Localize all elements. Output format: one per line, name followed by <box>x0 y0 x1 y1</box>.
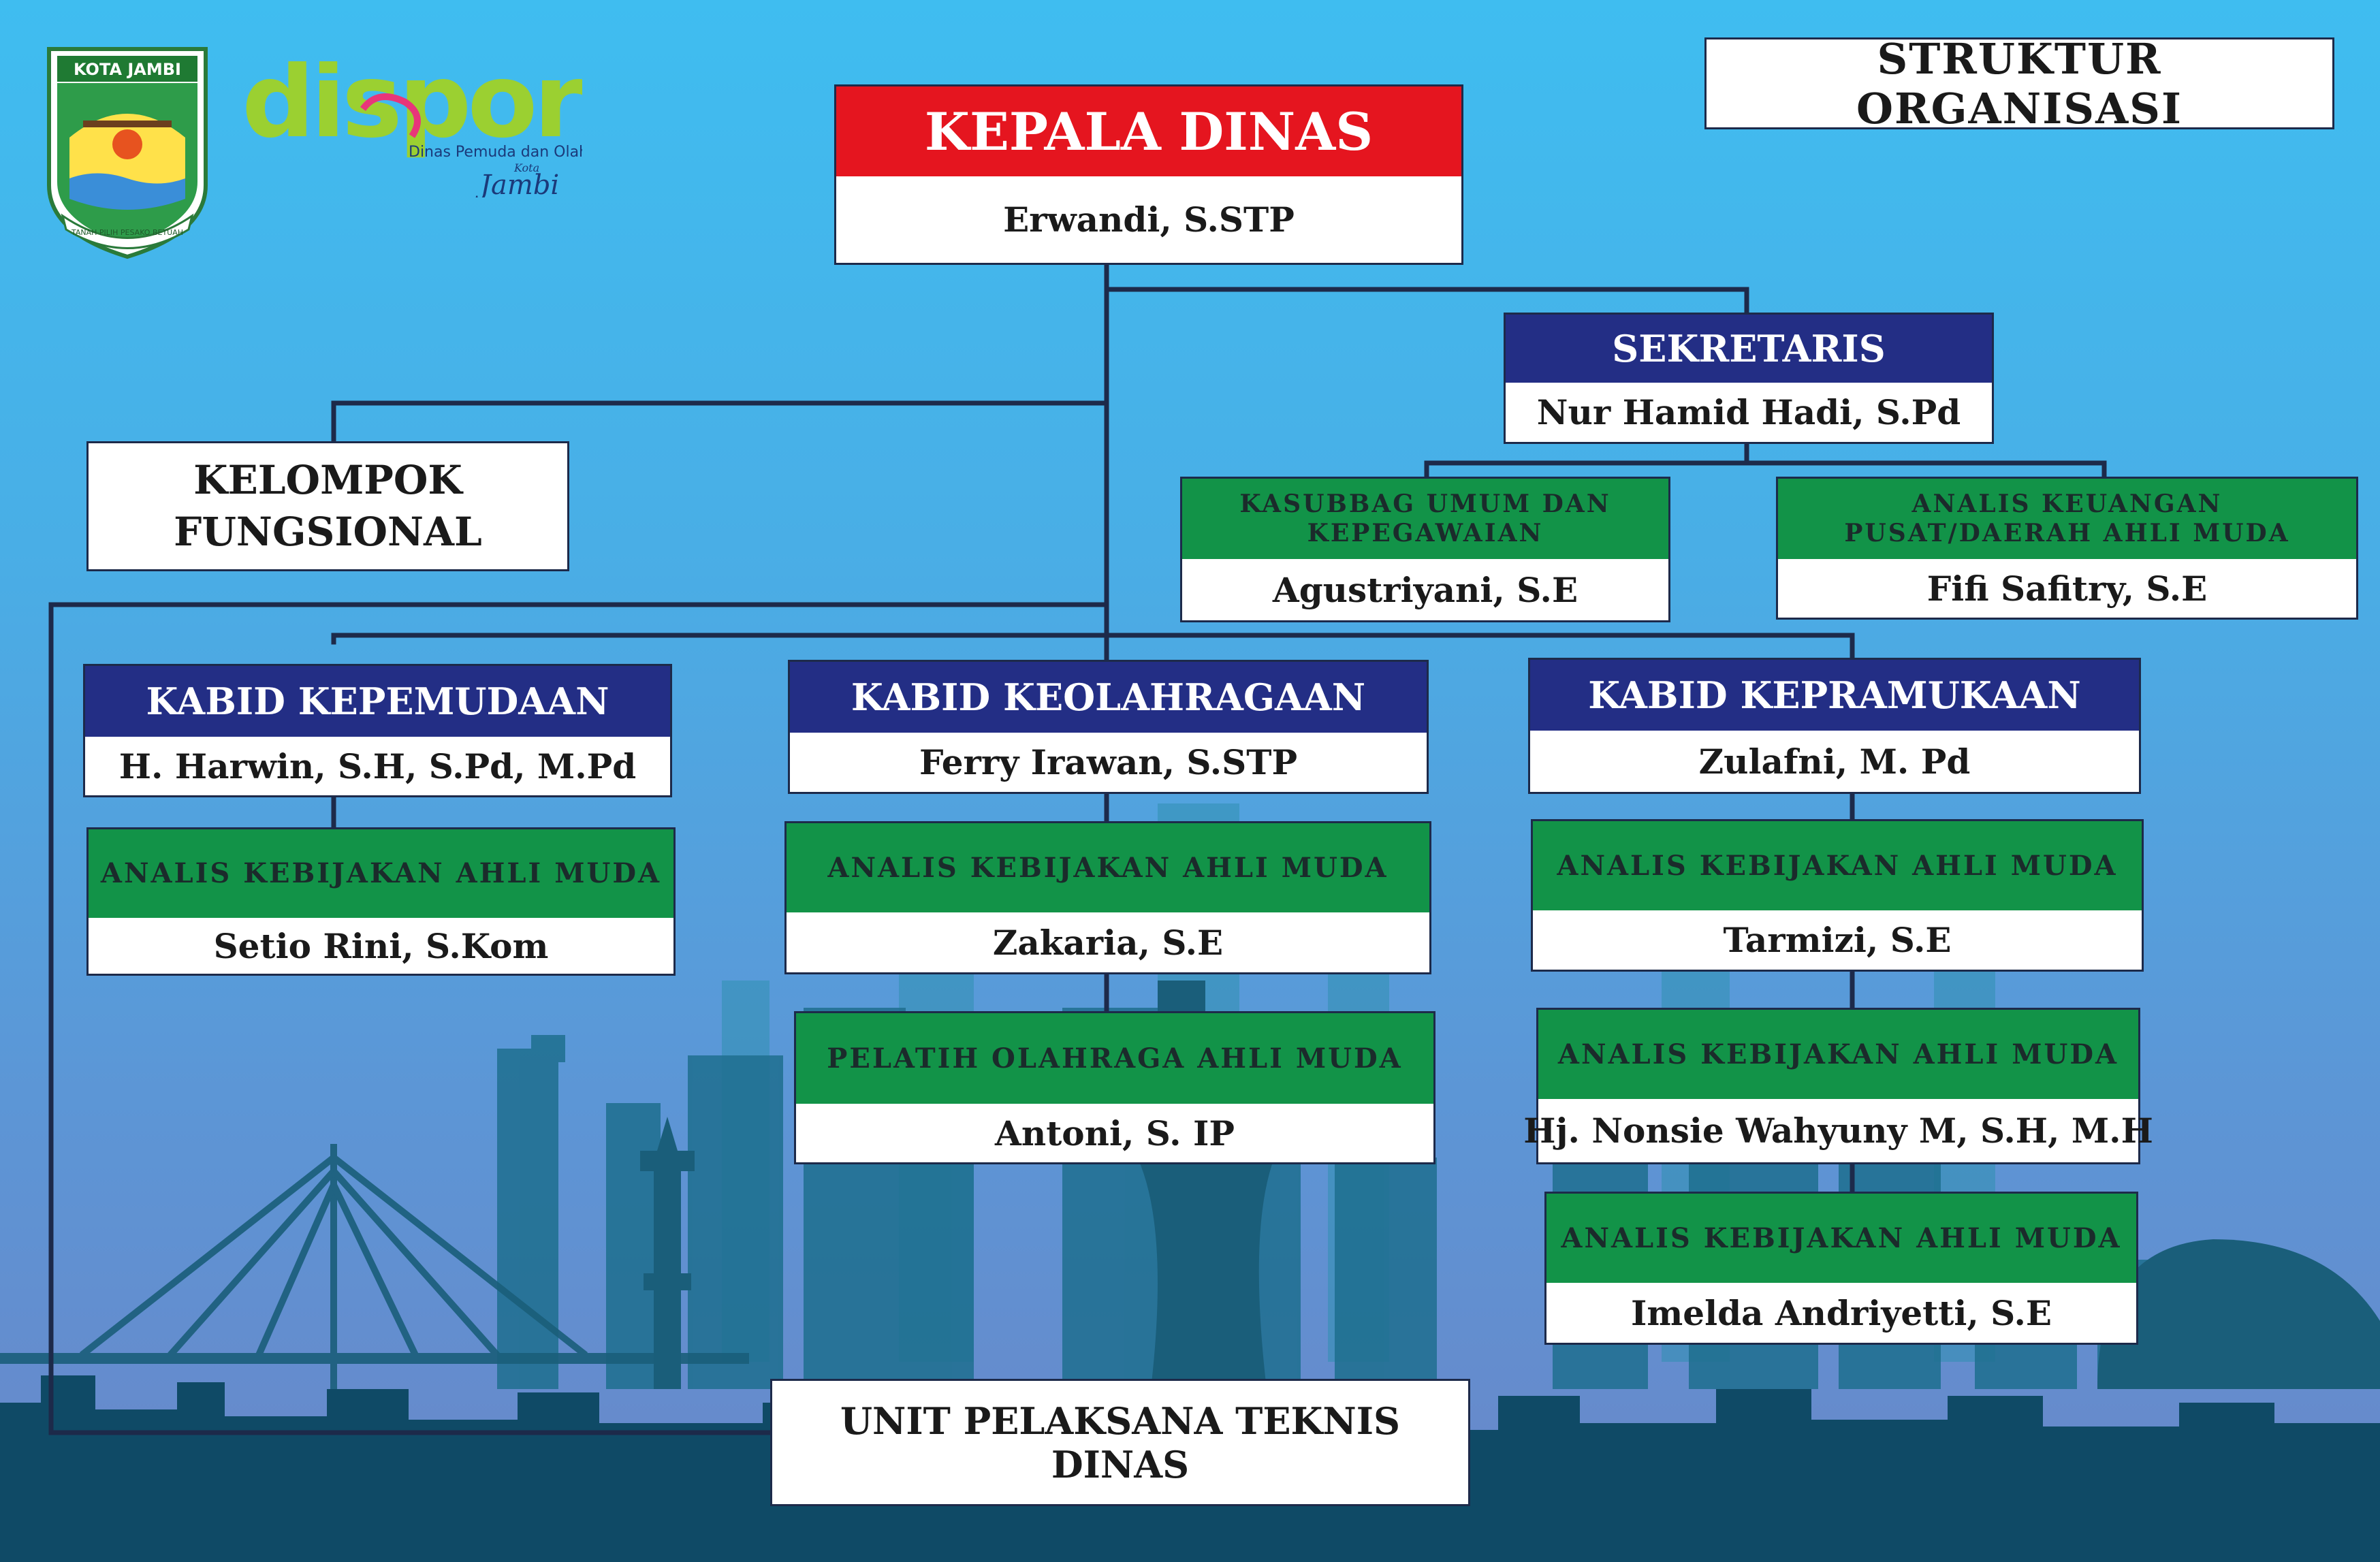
kabid-kepemudaan-title: KABID KEPEMUDAAN <box>85 666 670 737</box>
kota-jambi-emblem: KOTA JAMBI TANAH PILIH PESAKO BETUAH <box>47 47 208 259</box>
kabid-kepramukaan-box: KABID KEPRAMUKAAN Zulafni, M. Pd <box>1528 658 2141 794</box>
kabid-kepramukaan-title: KABID KEPRAMUKAAN <box>1530 660 2139 731</box>
dispora-city: Jambi <box>475 170 559 197</box>
analis-keuangan-name: Fifi Safitry, S.E <box>1778 559 2356 618</box>
kasubbag-title: KASUBBAG UMUM DAN KEPEGAWAIAN <box>1182 479 1668 559</box>
kepala-dinas-title: KEPALA DINAS <box>836 86 1461 176</box>
sekretaris-box: SEKRETARIS Nur Hamid Hadi, S.Pd <box>1504 313 1994 444</box>
emblem-motto-text: TANAH PILIH PESAKO BETUAH <box>71 228 183 237</box>
keolahragaan-analis-box: ANALIS KEBIJAKAN AHLI MUDA Zakaria, S.E <box>784 821 1431 974</box>
dispora-subtitle: Dinas Pemuda dan Olahraga <box>409 144 582 161</box>
kepemudaan-analis-title: ANALIS KEBIJAKAN AHLI MUDA <box>89 829 673 918</box>
kepramukaan-analis-3-name: Imelda Andriyetti, S.E <box>1546 1283 2136 1343</box>
kabid-keolahragaan-name: Ferry Irawan, S.STP <box>790 733 1427 792</box>
keolahragaan-pelatih-name: Antoni, S. IP <box>796 1104 1433 1162</box>
dispora-logo: dispora Dinas Pemuda dan Olahraga Kota J… <box>242 61 582 197</box>
kepemudaan-analis-box: ANALIS KEBIJAKAN AHLI MUDA Setio Rini, S… <box>86 827 676 976</box>
kabid-keolahragaan-title: KABID KEOLAHRAGAAN <box>790 662 1427 733</box>
kepramukaan-analis-1-box: ANALIS KEBIJAKAN AHLI MUDA Tarmizi, S.E <box>1531 819 2144 972</box>
analis-keuangan-title: ANALIS KEUANGAN PUSAT/DAERAH AHLI MUDA <box>1778 479 2356 559</box>
keolahragaan-analis-title: ANALIS KEBIJAKAN AHLI MUDA <box>787 823 1429 912</box>
kabid-kepemudaan-name: H. Harwin, S.H, S.Pd, M.Pd <box>85 737 670 795</box>
kepramukaan-analis-1-title: ANALIS KEBIJAKAN AHLI MUDA <box>1533 821 2142 910</box>
kepramukaan-analis-2-title: ANALIS KEBIJAKAN AHLI MUDA <box>1538 1010 2138 1099</box>
sekretaris-name: Nur Hamid Hadi, S.Pd <box>1506 383 1992 442</box>
dispora-city-small: Kota <box>513 161 539 174</box>
page-title: STRUKTUR ORGANISASI <box>1704 34 2334 133</box>
kepramukaan-analis-3-title: ANALIS KEBIJAKAN AHLI MUDA <box>1546 1194 2136 1283</box>
uptd-box: UNIT PELAKSANA TEKNIS DINAS <box>770 1379 1470 1506</box>
kepala-dinas-box: KEPALA DINAS Erwandi, S.STP <box>834 84 1463 265</box>
kabid-kepemudaan-box: KABID KEPEMUDAAN H. Harwin, S.H, S.Pd, M… <box>83 664 672 797</box>
kelompok-fungsional-line2: FUNGSIONAL <box>174 508 482 555</box>
sekretaris-title: SEKRETARIS <box>1506 315 1992 383</box>
keolahragaan-pelatih-title: PELATIH OLAHRAGA AHLI MUDA <box>796 1013 1433 1104</box>
emblem-banner-text: KOTA JAMBI <box>74 60 181 79</box>
kasubbag-name: Agustriyani, S.E <box>1182 559 1668 620</box>
kepramukaan-analis-1-name: Tarmizi, S.E <box>1533 910 2142 970</box>
kabid-keolahragaan-box: KABID KEOLAHRAGAAN Ferry Irawan, S.STP <box>788 660 1429 794</box>
keolahragaan-pelatih-box: PELATIH OLAHRAGA AHLI MUDA Antoni, S. IP <box>794 1011 1435 1164</box>
kelompok-fungsional-line1: KELOMPOK <box>193 457 462 504</box>
kepala-dinas-name: Erwandi, S.STP <box>836 176 1461 263</box>
kepramukaan-analis-2-name: Hj. Nonsie Wahyuny M, S.H, M.H <box>1523 1099 2153 1162</box>
analis-keuangan-box: ANALIS KEUANGAN PUSAT/DAERAH AHLI MUDA F… <box>1776 477 2358 620</box>
kasubbag-box: KASUBBAG UMUM DAN KEPEGAWAIAN Agustriyan… <box>1180 477 1670 622</box>
kepramukaan-analis-3-box: ANALIS KEBIJAKAN AHLI MUDA Imelda Andriy… <box>1544 1192 2138 1345</box>
keolahragaan-analis-name: Zakaria, S.E <box>787 912 1429 972</box>
kepemudaan-analis-name: Setio Rini, S.Kom <box>89 918 673 974</box>
kepramukaan-analis-2-box: ANALIS KEBIJAKAN AHLI MUDA Hj. Nonsie Wa… <box>1523 1008 2153 1164</box>
kabid-kepramukaan-name: Zulafni, M. Pd <box>1530 731 2139 792</box>
kelompok-fungsional-box: KELOMPOK FUNGSIONAL <box>86 441 569 571</box>
